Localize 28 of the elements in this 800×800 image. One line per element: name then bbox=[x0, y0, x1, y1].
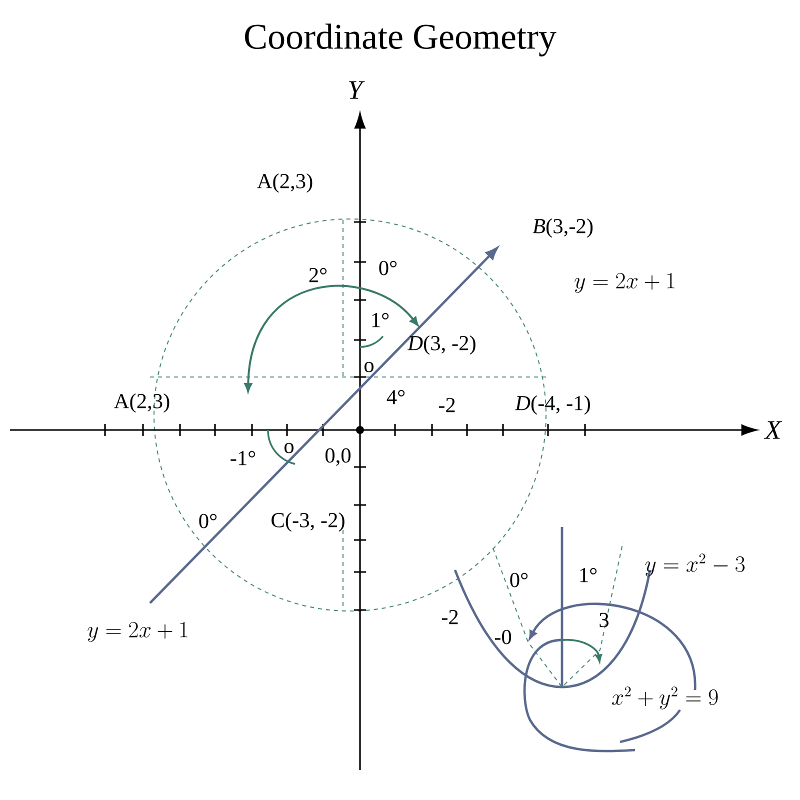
point-label: C(-3, -2) bbox=[272, 512, 344, 532]
equation-label: $x^{2} + y^{2} = 9$ bbox=[612, 686, 718, 710]
point-label: A(2,3) bbox=[114, 393, 170, 413]
angle-label: o bbox=[284, 442, 294, 454]
point-label: A(2,3) bbox=[257, 173, 312, 193]
tick-label: 3 bbox=[600, 612, 608, 628]
point-label: B(3,-2) bbox=[532, 218, 593, 238]
angle-label: 0° bbox=[199, 514, 217, 528]
equation-label: $y = 2x + 1$ bbox=[88, 622, 188, 642]
axis-label: Y bbox=[349, 81, 365, 99]
axis-label: X bbox=[764, 421, 782, 439]
tick-label: -0 bbox=[494, 630, 512, 644]
angle-label: o bbox=[364, 362, 374, 372]
angle-label: 1° bbox=[372, 312, 389, 328]
tick-label: -2 bbox=[442, 610, 458, 624]
point-label: D(-4, -1) bbox=[514, 395, 590, 415]
origin-label: 0,0 bbox=[325, 448, 351, 466]
angle-label: 0° bbox=[510, 572, 528, 588]
equation-label: $y = 2x + 1$ bbox=[574, 272, 674, 293]
title: Coordinate Geometry bbox=[245, 24, 556, 56]
angle-label: 2° bbox=[309, 268, 327, 282]
point-label: D(3, -2) bbox=[407, 335, 476, 355]
angle-label: 0° bbox=[379, 260, 397, 276]
equation-label: $y = x^{2} - 3$ bbox=[645, 554, 745, 576]
tick-label: -2 bbox=[438, 398, 455, 412]
angle-label: 4° bbox=[386, 390, 405, 404]
angle-label: -1° bbox=[230, 450, 256, 466]
angle-label: 1° bbox=[580, 568, 597, 582]
